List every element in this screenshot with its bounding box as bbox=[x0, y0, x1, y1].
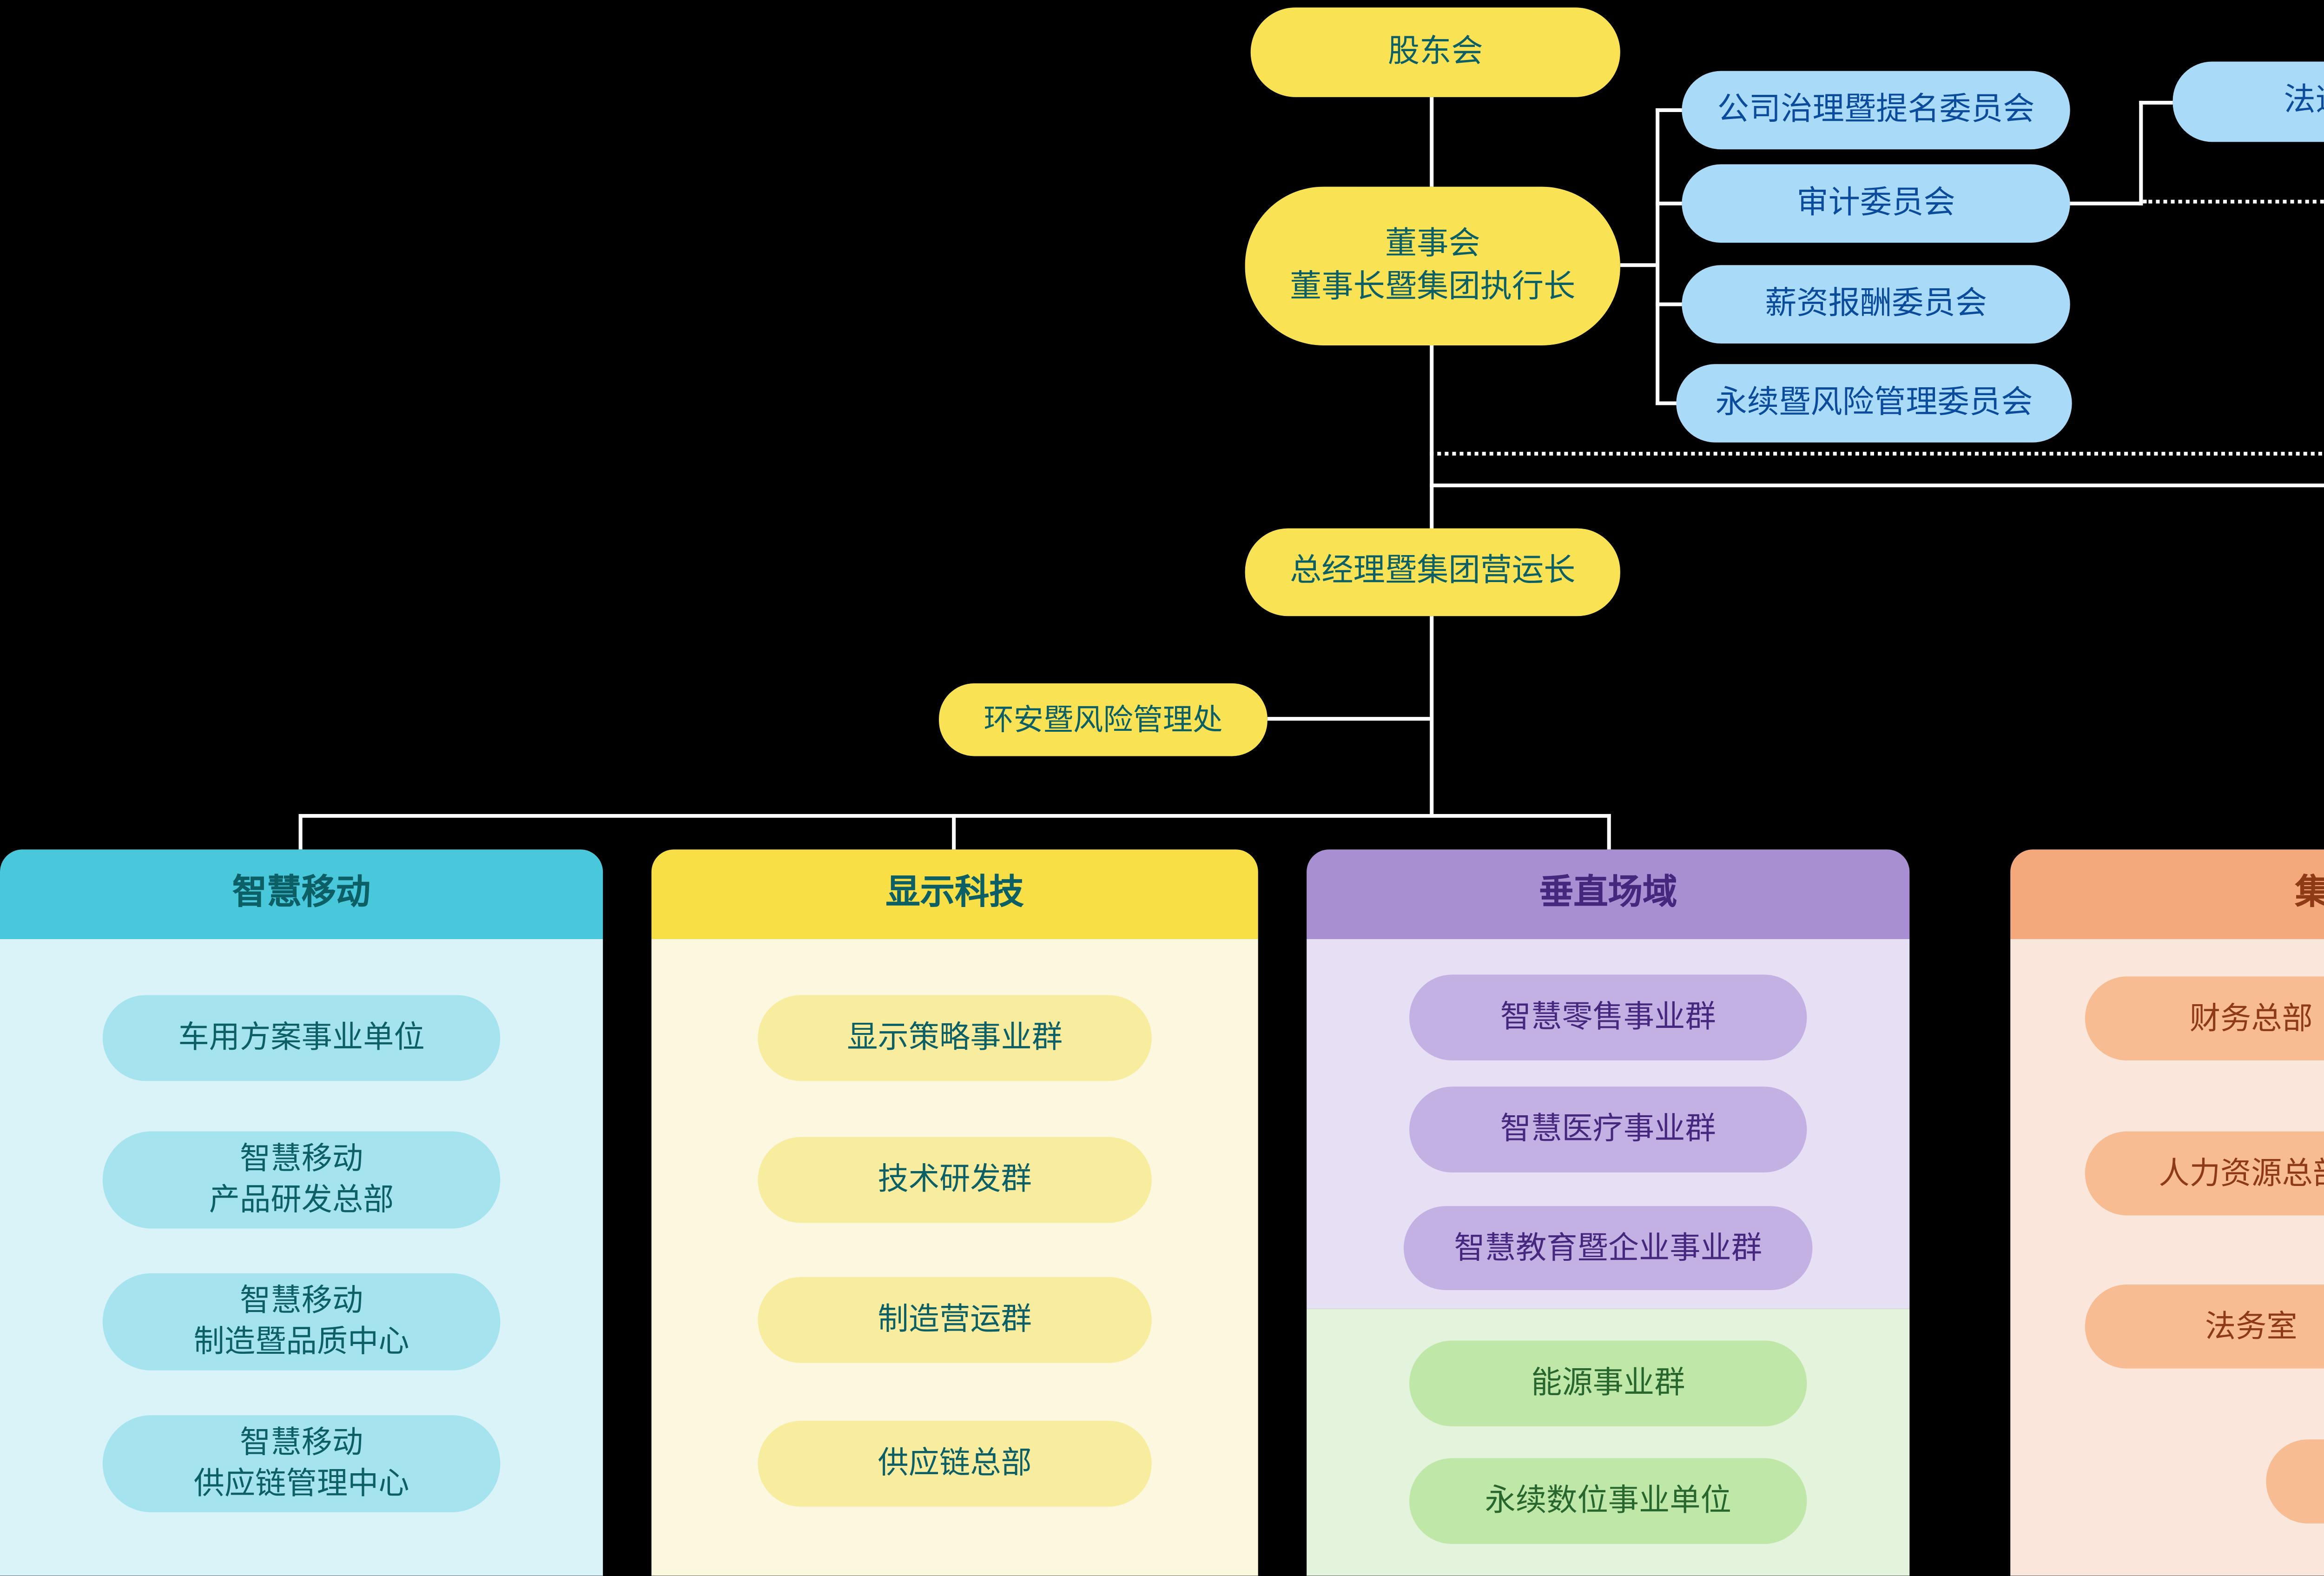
committee-sustainability-risk-box: 永续暨风险管理委员会 bbox=[1676, 364, 2072, 443]
unit-pill: 智慧教育暨企业事业群 bbox=[1403, 1206, 1813, 1291]
unit-pill: 财务总部 bbox=[2085, 976, 2324, 1061]
connector-committee-stub-3 bbox=[1656, 302, 1686, 306]
connector-committee-stub-1 bbox=[1656, 108, 1686, 112]
connector-stub-smart-mobility bbox=[298, 814, 303, 850]
connector-ehs-branch bbox=[1267, 717, 1432, 721]
column-header-group-support: 集团营运支援单位 bbox=[2010, 849, 2324, 940]
connector-committee-bracket bbox=[1656, 108, 1660, 405]
committee-audit-box: 审计委员会 bbox=[1682, 164, 2070, 243]
connector-committee-stub-2 bbox=[1656, 201, 1686, 205]
connector-board-coo bbox=[1430, 345, 1434, 529]
unit-pill: 显示策略事业群 bbox=[758, 995, 1152, 1081]
column-header-vertical-domains: 垂直场域 bbox=[1307, 849, 1910, 940]
coo-box: 总经理暨集团营运长 bbox=[1245, 528, 1620, 616]
unit-pill: 智慧移动 制造暨品质中心 bbox=[102, 1273, 501, 1371]
connector-audit-compliance-h2 bbox=[2139, 100, 2173, 105]
connector-shareholders-board bbox=[1430, 97, 1434, 187]
unit-pill: 智慧医疗事业群 bbox=[1409, 1086, 1807, 1173]
connector-support-branch-h bbox=[1430, 483, 2324, 488]
connector-coo-distribution bbox=[1430, 616, 1434, 818]
unit-pill: 智慧移动 产品研发总部 bbox=[102, 1131, 501, 1229]
unit-pill: 能源事业群 bbox=[1409, 1340, 1807, 1427]
shareholders-box: 股东会 bbox=[1250, 7, 1620, 97]
ehs-risk-office-box: 环安暨风险管理处 bbox=[939, 683, 1268, 756]
unit-pill: 法务室 bbox=[2085, 1284, 2324, 1369]
committee-compensation-box: 薪资报酬委员会 bbox=[1682, 265, 2070, 344]
dotted-connector-audit-h1 bbox=[2143, 199, 2324, 204]
dotted-connector-compliance-h2 bbox=[1430, 451, 2324, 456]
column-header-display-tech: 显示科技 bbox=[651, 849, 1258, 940]
column-header-smart-mobility: 智慧移动 bbox=[0, 849, 603, 940]
connector-audit-compliance-v bbox=[2139, 100, 2143, 205]
unit-pill: 智慧零售事业群 bbox=[1409, 974, 1807, 1061]
unit-pill: 供应链总部 bbox=[758, 1421, 1152, 1507]
connector-stub-display-tech bbox=[952, 814, 956, 850]
unit-pill: 车用方案事业单位 bbox=[102, 995, 501, 1081]
connector-committee-stub-4 bbox=[1656, 401, 1686, 405]
connector-audit-compliance-h1 bbox=[2068, 201, 2143, 205]
connector-stub-vertical-domains bbox=[1607, 814, 1611, 850]
unit-pill: 技术研发群 bbox=[758, 1137, 1152, 1223]
board-box: 董事会 董事长暨集团执行长 bbox=[1245, 186, 1620, 345]
committee-governance-nomination-box: 公司治理暨提名委员会 bbox=[1682, 71, 2070, 150]
unit-pill: 人力资源总部 bbox=[2085, 1131, 2324, 1216]
unit-pill: 永续数位事业单位 bbox=[1409, 1458, 1807, 1544]
connector-board-bracket-stub bbox=[1620, 263, 1658, 267]
unit-pill: 智慧移动 供应链管理中心 bbox=[102, 1415, 501, 1512]
compliance-counsel-box: 法遵总顾问 bbox=[2172, 61, 2324, 142]
unit-pill: 制造营运群 bbox=[758, 1277, 1152, 1363]
